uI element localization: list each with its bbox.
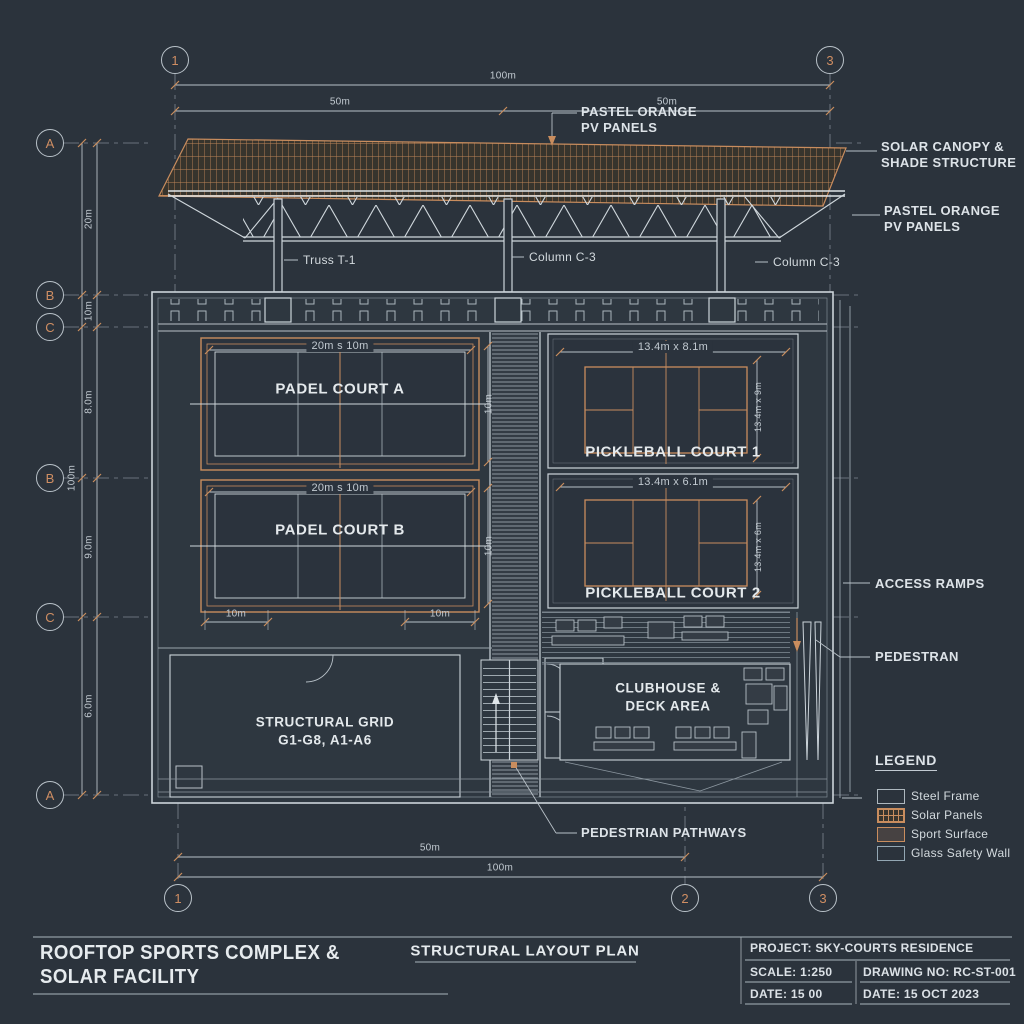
label-clubhouse-line1: CLUBHOUSE & <box>615 680 721 696</box>
dimension-ticks <box>77 80 835 882</box>
dim-padel-under-left: 10m <box>225 608 247 620</box>
dim-left-b-c: 10m <box>83 300 95 322</box>
callout-pv-right-line2: PV PANELS <box>884 219 961 234</box>
pathways-leader-tip <box>511 762 517 768</box>
grid-bubble-left-a2: A <box>36 781 64 809</box>
pickleball-court-2-lines <box>547 473 799 609</box>
callout-column-mid: Column C-3 <box>529 250 597 264</box>
structural-grid-room <box>158 647 492 798</box>
dim-left-a-b: 20m <box>83 208 95 230</box>
label-padel-court-a: PADEL COURT A <box>275 380 405 398</box>
grid-bubble-left-c1: C <box>36 313 64 341</box>
callout-canopy-line2: SHADE STRUCTURE <box>881 155 1017 170</box>
callout-column-right: Column C-3 <box>773 255 841 269</box>
callout-access-ramps: ACCESS RAMPS <box>875 576 985 591</box>
dim-padel-a-size: 20m s 10m <box>306 340 374 352</box>
grid-bubble-left-a1: A <box>36 129 64 157</box>
titleblock-sheet-title: STRUCTURAL LAYOUT PLAN <box>410 942 640 960</box>
stairs <box>480 659 539 761</box>
callout-canopy-line1: SOLAR CANOPY & <box>881 139 1005 154</box>
dim-pickleball-1-side: 13.4m x 9m <box>753 381 763 433</box>
padel-court-a-lines <box>190 337 490 471</box>
ramp-arrow <box>793 641 801 652</box>
pv-arrow <box>548 136 556 146</box>
callout-pv-right-line1: PASTEL ORANGE <box>884 203 1000 218</box>
label-clubhouse-line2: DECK AREA <box>625 698 711 714</box>
titleblock-project: PROJECT: SKY-COURTS RESIDENCE <box>750 941 974 955</box>
label-padel-court-b: PADEL COURT B <box>275 521 405 539</box>
callout-pv-top-line1: PASTEL ORANGE <box>581 104 697 119</box>
pedestrian-walkway-lines <box>158 778 827 793</box>
dim-bottom-half: 50m <box>419 842 441 854</box>
grid-bubble-bottom-3: 3 <box>809 884 837 912</box>
grid-bubble-top-3: 3 <box>816 46 844 74</box>
clubhouse-deck <box>542 611 798 797</box>
titleblock-date-left: DATE: 15 00 <box>750 987 823 1001</box>
legend-label-sport-surface: Sport Surface <box>911 827 989 841</box>
legend-swatch-sport-surface <box>877 827 905 842</box>
label-structural-grid-line2: G1-G8, A1-A6 <box>278 732 372 748</box>
dim-bottom-total: 100m <box>486 862 514 874</box>
grid-bubble-bottom-1: 1 <box>164 884 192 912</box>
dimension-lines <box>81 84 830 878</box>
dim-top-right-half: 50m <box>656 96 678 108</box>
padel-court-b-lines <box>190 479 490 613</box>
callout-pv-top-line2: PV PANELS <box>581 120 658 135</box>
legend-label-glass-safety-wall: Glass Safety Wall <box>911 846 1011 860</box>
grid-bubble-bottom-2: 2 <box>671 884 699 912</box>
dim-padel-b-size: 20m s 10m <box>306 482 374 494</box>
legend-swatch-glass-safety-wall <box>877 846 905 861</box>
label-pickleball-court-2: PICKLEBALL COURT 2 <box>585 584 761 602</box>
titleblock-scale: SCALE: 1:250 <box>750 965 833 979</box>
grid-bubble-top-1: 1 <box>161 46 189 74</box>
label-pickleball-court-1: PICKLEBALL COURT 1 <box>585 443 761 461</box>
titleblock-project-title-line2: SOLAR FACILITY <box>40 966 200 988</box>
grid-bubble-left-b1: B <box>36 281 64 309</box>
titleblock-date-right: DATE: 15 OCT 2023 <box>863 987 980 1001</box>
grid-bubble-left-c2: C <box>36 603 64 631</box>
dim-padel-b-side: 10m <box>483 535 495 557</box>
dim-pickleball-2-side: 13.4m x 6m <box>753 521 763 573</box>
dim-padel-a-side: 10m <box>483 393 495 415</box>
legend-label-steel-frame: Steel Frame <box>911 789 980 803</box>
dim-left-total: 100m <box>66 464 78 492</box>
dim-top-total: 100m <box>489 70 517 82</box>
leader-lines <box>284 112 880 834</box>
title-block-lines <box>33 936 1012 1005</box>
legend-title: LEGEND <box>875 752 937 771</box>
callout-pedestrian-pathways: PEDESTRIAN PATHWAYS <box>581 825 747 840</box>
callout-pedestrian: PEDESTRAN <box>875 649 959 664</box>
dim-padel-under-right: 10m <box>429 608 451 620</box>
label-structural-grid-line1: STRUCTURAL GRID <box>255 714 395 730</box>
access-ramp-lines <box>802 621 822 761</box>
dim-left-c-b: 8.0m <box>83 390 95 414</box>
dim-left-c-a: 6.0m <box>83 694 95 718</box>
dim-left-b-c2: 9.0m <box>83 535 95 559</box>
grid-bubble-left-b2: B <box>36 464 64 492</box>
legend-swatch-solar-panels <box>877 808 905 823</box>
pickleball-court-1-lines <box>547 333 799 469</box>
legend-label-solar-panels: Solar Panels <box>911 808 983 822</box>
legend-swatch-steel-frame <box>877 789 905 804</box>
titleblock-drawing-no: DRAWING NO: RC-ST-001 <box>863 965 1016 979</box>
dim-pickleball-2-size: 13.4m x 6.1m <box>632 476 714 488</box>
solar-canopy <box>158 138 847 293</box>
dim-top-left-half: 50m <box>329 96 351 108</box>
titleblock-project-title-line1: ROOFTOP SPORTS COMPLEX & <box>40 942 340 964</box>
dim-pickleball-1-size: 13.4m x 8.1m <box>632 341 714 353</box>
callout-truss: Truss T-1 <box>303 253 356 267</box>
